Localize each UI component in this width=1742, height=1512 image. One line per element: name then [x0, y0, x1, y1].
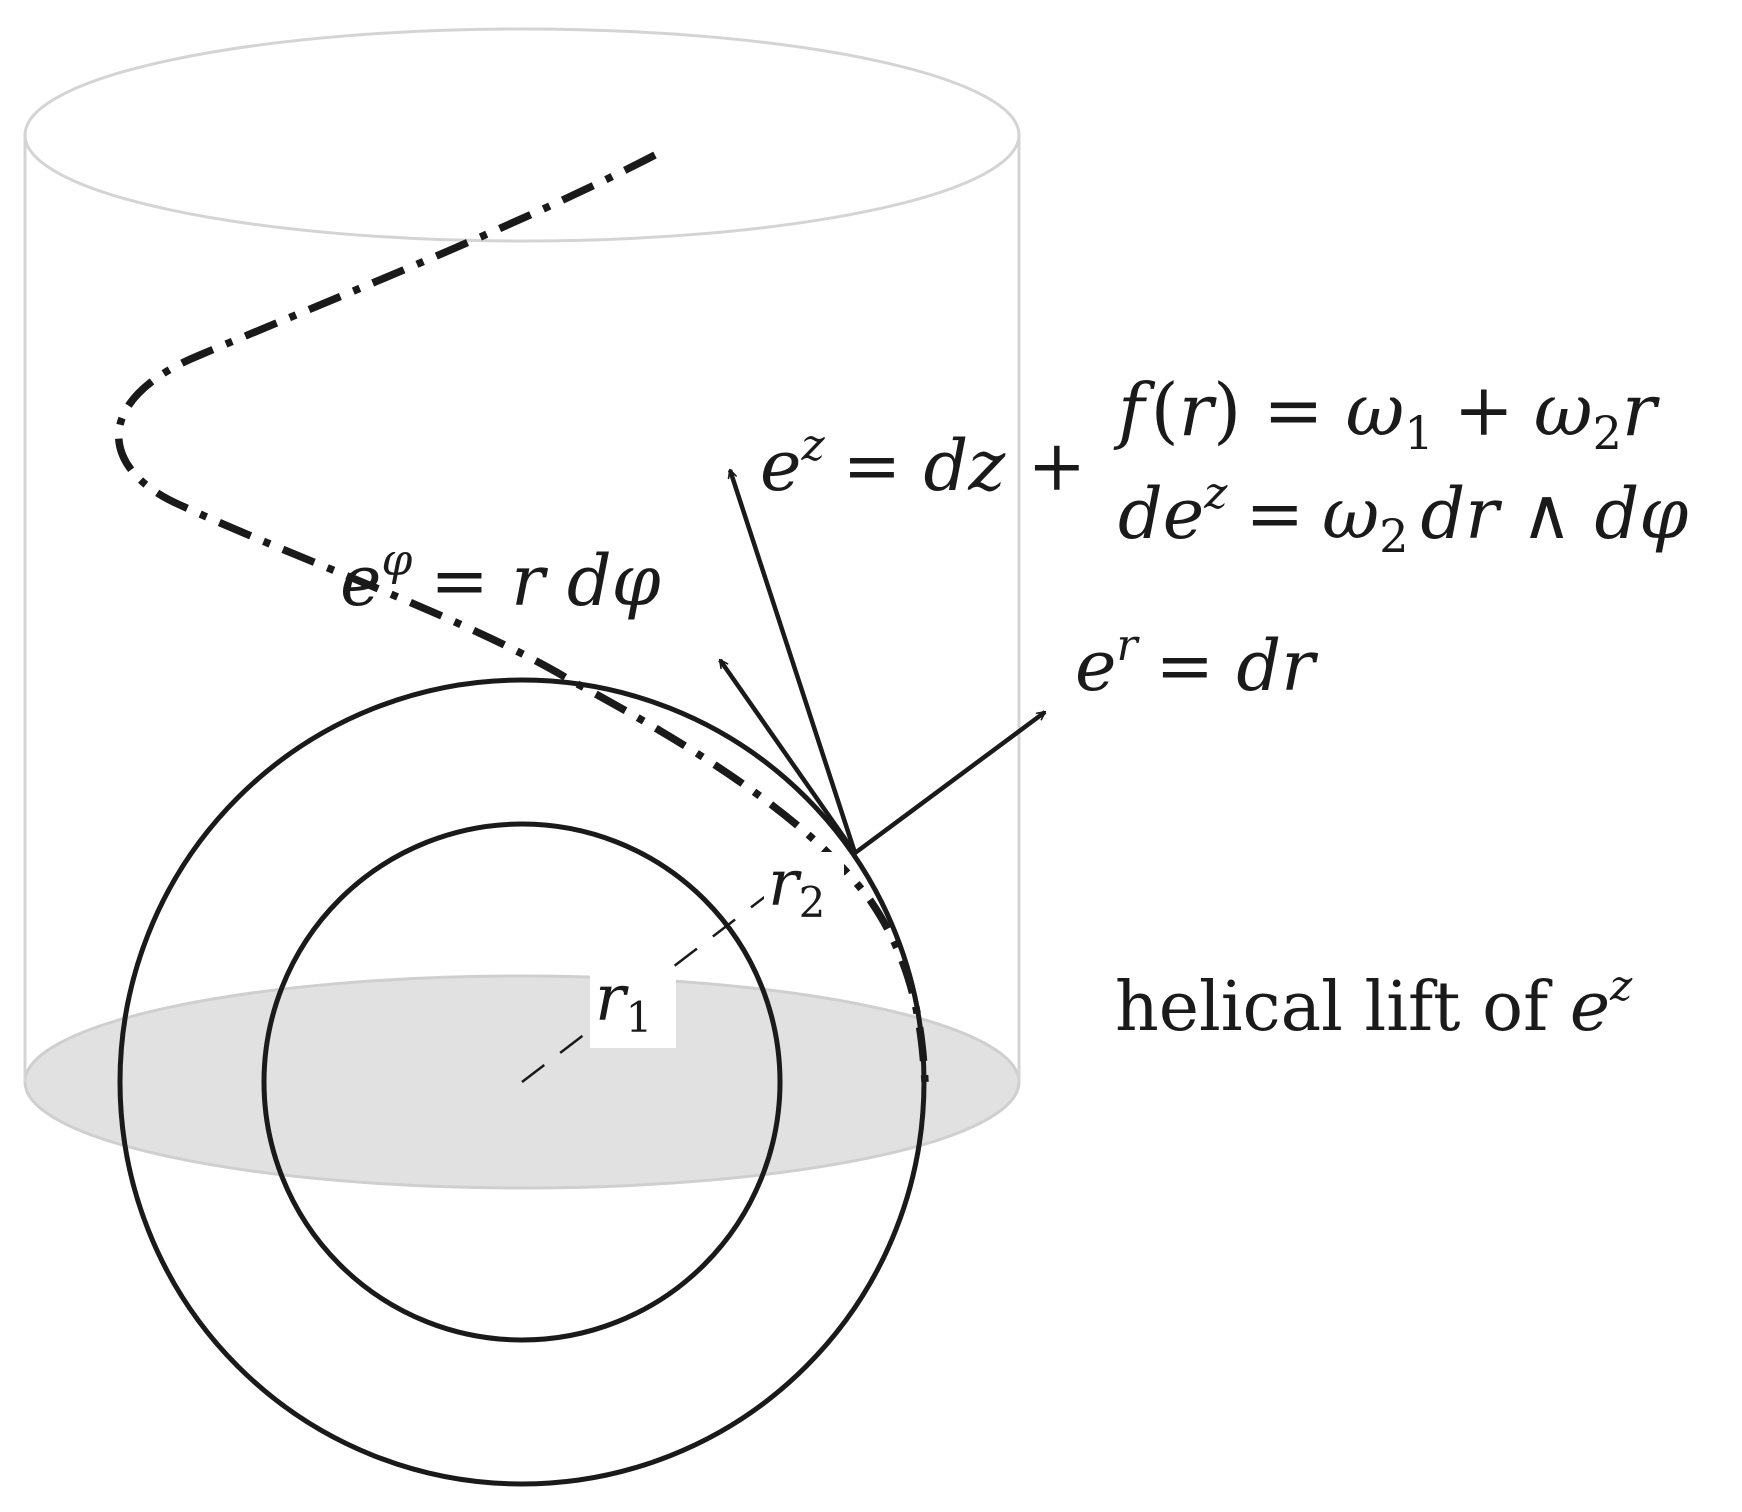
vector-ez [727, 468, 858, 854]
label-er: er= dr [1075, 620, 1318, 707]
label-r1: r1 [590, 962, 676, 1048]
label-r2: r2 [764, 847, 844, 927]
svg-text:eφ= r dφ: eφ= r dφ [340, 535, 661, 622]
label-ez: ez= dz + [760, 420, 1086, 507]
frame-vectors [718, 468, 1047, 855]
radius-dashed-line [521, 869, 801, 1083]
svg-text:r2: r2 [768, 847, 825, 927]
svg-text:ez= dz +: ez= dz + [760, 420, 1086, 507]
svg-text:f(r)=ω1+ω2r: f(r)=ω1+ω2r [1113, 368, 1660, 460]
label-r1-bg [590, 972, 676, 1048]
cylinder-top-ellipse [23, 27, 1021, 243]
label-r2-bg [764, 852, 844, 920]
vector-er [853, 710, 1047, 855]
svg-text:helical lift of ez: helical lift of ez [1115, 961, 1633, 1047]
inner-circle-r1 [261, 821, 783, 1343]
f-symbol: f [1113, 368, 1156, 452]
vector-ephi [718, 658, 857, 855]
svg-text:r1: r1 [595, 962, 652, 1042]
label-helical-lift: helical lift of ez [1115, 961, 1633, 1047]
helical-curve [115, 151, 929, 1083]
label-f-of-r: f(r)=ω1+ω2r [1113, 368, 1660, 460]
label-ephi: eφ= r dφ [340, 535, 661, 622]
svg-text:er= dr: er= dr [1075, 620, 1318, 707]
